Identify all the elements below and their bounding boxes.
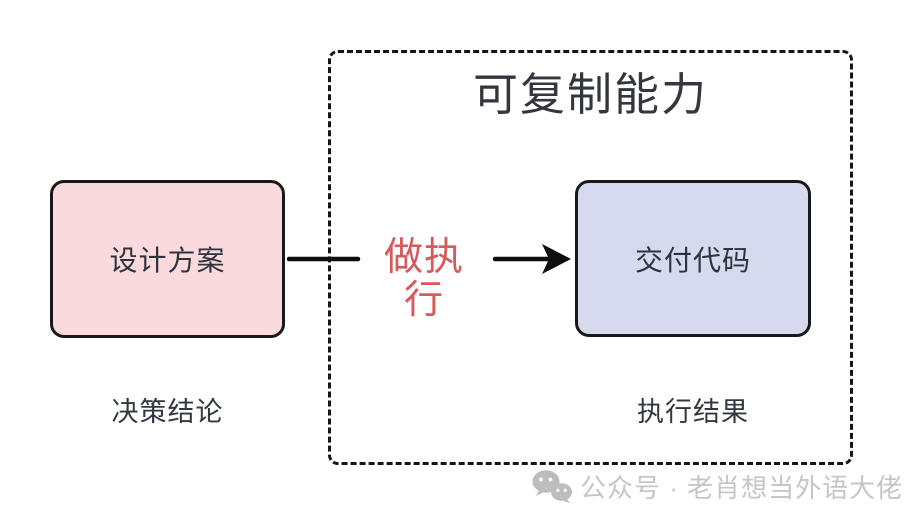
deliver-code-node: 交付代码 — [575, 180, 811, 337]
design-plan-node: 设计方案 — [50, 180, 285, 338]
arrowhead-icon — [542, 244, 571, 274]
watermark-text: 公众号 · 老肖想当外语大佬 — [580, 472, 904, 503]
group-title: 可复制能力 — [472, 69, 708, 120]
deliver-code-node-label: 交付代码 — [634, 244, 751, 276]
edge-label: 做执行 — [383, 236, 464, 322]
wechat-icon — [532, 469, 572, 503]
design-plan-node-label: 设计方案 — [109, 245, 226, 276]
right-node-caption: 执行结果 — [637, 397, 749, 427]
left-node-caption: 决策结论 — [111, 397, 224, 427]
watermark: 公众号 · 老肖想当外语大佬 — [531, 467, 903, 505]
arrow-connector — [286, 244, 571, 274]
